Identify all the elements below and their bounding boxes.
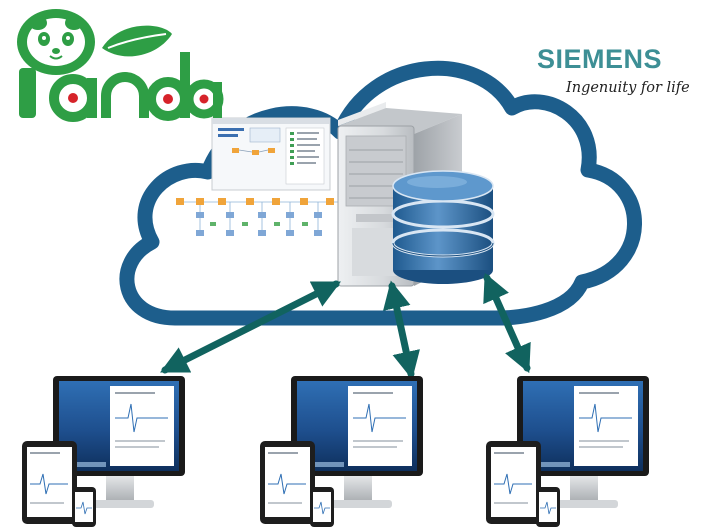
panda-letter-p: [17, 9, 95, 118]
tablet-icon: [22, 441, 77, 524]
tablet-icon: [486, 441, 541, 524]
arrow-client-1: [159, 280, 342, 374]
workflow-screenshot: [211, 117, 331, 191]
panda-letter-d: [146, 52, 190, 121]
siemens-logo: SIEMENS: [537, 44, 663, 74]
desktop-monitor-icon: [517, 376, 649, 508]
workflow-graph: [176, 198, 345, 236]
client-workstation: [486, 376, 649, 527]
tablet-icon: [260, 441, 315, 524]
panda-letter-a2: [184, 79, 224, 119]
red-dot: [68, 93, 78, 103]
client-workstation: [22, 376, 185, 527]
cloud-shape: [119, 60, 642, 326]
panda-letter-a1: [49, 74, 97, 122]
client-workstation: [260, 376, 423, 527]
phone-icon: [536, 487, 560, 527]
panda-leaf: [102, 25, 172, 57]
desktop-monitor-icon: [291, 376, 423, 508]
arrow-client-2: [383, 280, 420, 380]
client-workstations: [22, 376, 649, 527]
phone-icon: [310, 487, 334, 527]
siemens-tagline: Ingenuity for life: [566, 80, 690, 96]
panda-letter-n: [101, 72, 149, 118]
connection-arrows: [159, 272, 531, 380]
desktop-monitor-icon: [53, 376, 185, 508]
database-icon: [391, 170, 495, 284]
panda-logo: [17, 9, 224, 122]
phone-icon: [72, 487, 96, 527]
red-dot: [199, 94, 209, 104]
arrow-client-3: [483, 272, 531, 374]
red-dot: [163, 94, 173, 104]
